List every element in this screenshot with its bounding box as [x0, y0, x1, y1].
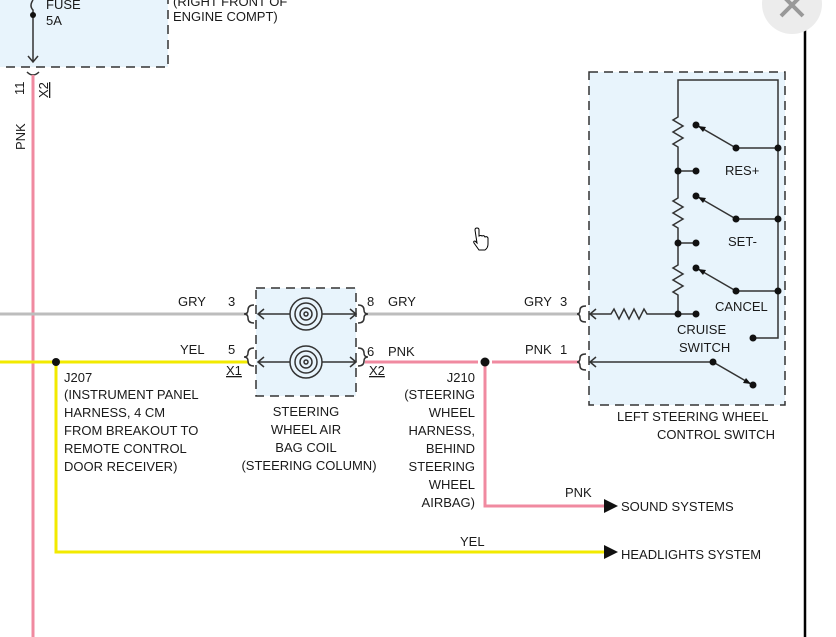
res-plus-label: RES+ [725, 163, 759, 178]
headlights-wire-color: YEL [460, 534, 485, 549]
left-steering-wheel-control-switch: GRY 3 PNK 1 RES+ SET- CANCEL CRUISE SWIT… [524, 71, 786, 442]
fuse-wire-color: PNK [13, 123, 28, 150]
coil-caption: STEERING [273, 404, 339, 419]
switch-pnk-label: PNK [525, 342, 552, 357]
output-sound-systems: PNK SOUND SYSTEMS [565, 485, 734, 514]
clockspring-coil-icon [256, 297, 358, 379]
switch-pnk-pin: 1 [560, 342, 567, 357]
arrow-right-icon [604, 545, 618, 559]
yel-headlights-wire [54, 362, 605, 554]
sound-systems-label[interactable]: SOUND SYSTEMS [621, 499, 734, 514]
fuse-connector: X2 [36, 82, 51, 98]
fuse-location-line1: (RIGHT FRONT OF [173, 0, 287, 9]
resistor-ladder [671, 79, 779, 339]
hand-cursor-icon [473, 227, 489, 251]
arrow-right-icon [604, 499, 618, 513]
switch-gry-label: GRY [524, 294, 552, 309]
coil-right-connector: X2 [369, 363, 385, 378]
coil-left-yel-label: YEL [180, 342, 205, 357]
switch-gry-pin: 3 [560, 294, 567, 309]
coil-right-gry-label: GRY [388, 294, 416, 309]
coil-left-gry-pin: 3 [228, 294, 235, 309]
coil-caption: BAG COIL [275, 440, 336, 455]
coil-left-yel-pin: 5 [228, 342, 235, 357]
j210-line: (STEERING [404, 387, 475, 402]
fuse-block: FUSE 5A (RIGHT FRONT OF ENGINE COMPT) 11… [0, 0, 287, 150]
j207-line: DOOR RECEIVER) [64, 459, 177, 474]
j207-label: J207 (INSTRUMENT PANEL HARNESS, 4 CM FRO… [64, 370, 199, 474]
splice-j210 [480, 357, 490, 367]
coil-right-pnk-pin: 6 [367, 344, 374, 359]
cruise-switch-label: CRUISE [677, 322, 726, 337]
cancel-label: CANCEL [715, 299, 768, 314]
j210-line: STEERING [409, 459, 475, 474]
coil-caption: WHEEL AIR [271, 422, 341, 437]
j210-line: AIRBAG) [422, 495, 475, 510]
j210-line: WHEEL [429, 405, 475, 420]
close-icon[interactable] [779, 0, 805, 18]
j207-line: HARNESS, 4 CM [64, 405, 165, 420]
j207-line: (INSTRUMENT PANEL [64, 387, 199, 402]
coil-left-connector: X1 [226, 363, 242, 378]
j207-line: REMOTE CONTROL [64, 441, 187, 456]
resistor-icon [588, 307, 678, 321]
splice-j207 [52, 358, 60, 366]
set-minus-label: SET- [728, 234, 757, 249]
fuse-label: FUSE [46, 0, 81, 12]
j207-line: FROM BREAKOUT TO [64, 423, 198, 438]
headlights-system-label[interactable]: HEADLIGHTS SYSTEM [621, 547, 761, 562]
pnk-sound-wire [483, 362, 605, 508]
coil-caption: (STEERING COLUMN) [241, 458, 376, 473]
sound-wire-color: PNK [565, 485, 592, 500]
j207-line: J207 [64, 370, 92, 385]
j210-line: J210 [447, 370, 475, 385]
steering-wheel-air-bag-coil: GRY 3 YEL 5 X1 8 GRY 6 PNK X2 STEERING W… [178, 287, 416, 473]
cruise-switch-label: SWITCH [679, 340, 730, 355]
j210-line: WHEEL [429, 477, 475, 492]
switch-caption: LEFT STEERING WHEEL [617, 409, 768, 424]
close-button[interactable] [762, 0, 822, 34]
fuse-rating: 5A [46, 13, 62, 28]
output-headlights-system: YEL HEADLIGHTS SYSTEM [460, 534, 761, 562]
coil-right-pnk-label: PNK [388, 344, 415, 359]
switch-caption: CONTROL SWITCH [657, 427, 775, 442]
j210-line: BEHIND [426, 441, 475, 456]
coil-right-gry-pin: 8 [367, 294, 374, 309]
coil-left-gry-label: GRY [178, 294, 206, 309]
fuse-location-line2: ENGINE COMPT) [173, 9, 278, 24]
j210-line: HARNESS, [409, 423, 475, 438]
j210-label: J210 (STEERING WHEEL HARNESS, BEHIND STE… [404, 370, 475, 510]
fuse-pin: 11 [12, 82, 27, 96]
